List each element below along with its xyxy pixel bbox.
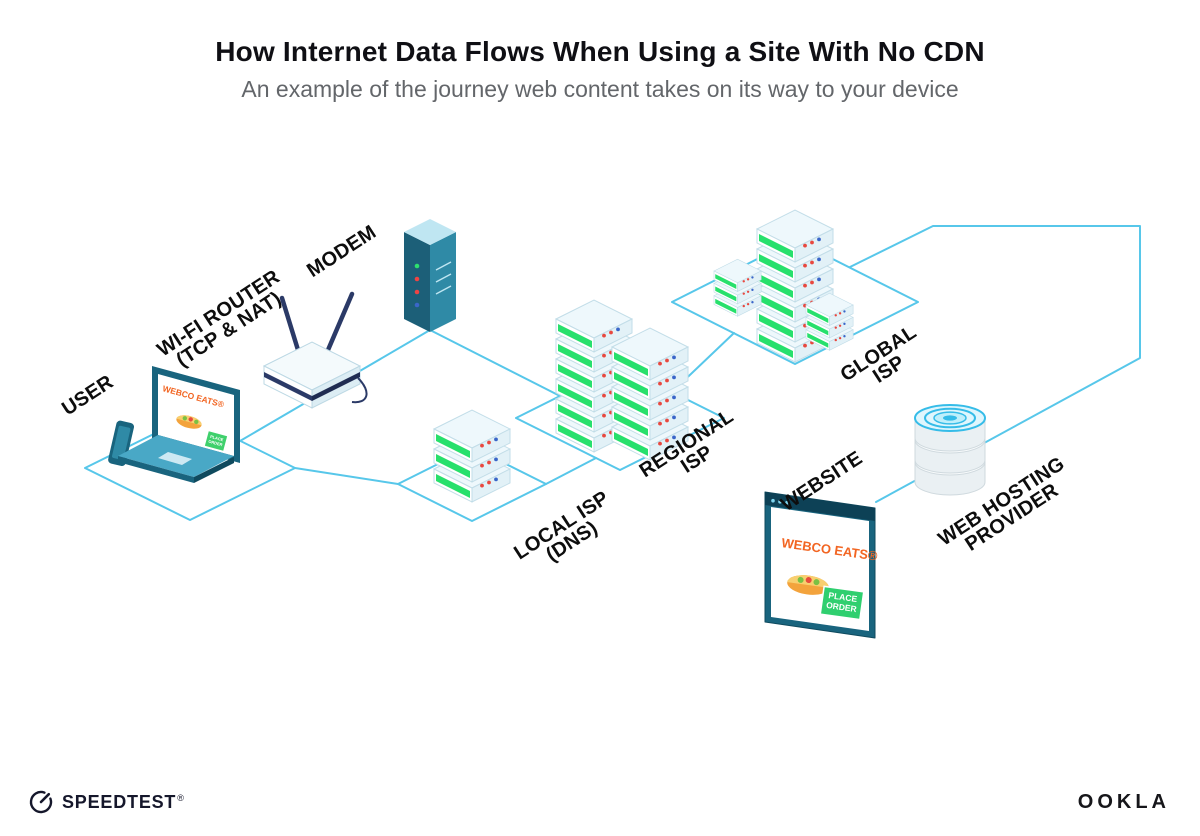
global-isp-servers [713,209,854,363]
speedtest-gauge-icon [29,790,53,814]
wire-local-to-regional [545,457,597,485]
modem-face-right [430,232,456,332]
ookla-logo: OOKLA [1078,791,1170,814]
speedtest-logo: SPEEDTEST® [28,789,184,815]
laptop-keyboard-edge-right [194,457,234,483]
db-top-ring-mid [924,407,976,429]
laptop-order-line1: PLACE [210,434,225,442]
modem-led-4 [414,302,420,308]
wire-modem-to-regional [429,329,561,397]
laptop-keyboard-edge-left [118,456,194,483]
user-laptop: WEBCO EATS® PLACE ORDER [108,366,240,483]
modem-vent-3 [435,285,452,295]
modem-led-3 [414,289,420,295]
laptop-order-badge: PLACE ORDER [203,430,229,452]
local-isp-servers [433,409,511,503]
wire-global-platform [671,239,919,365]
router-stripe-right [312,372,360,401]
order-button-line1: PLACE [828,590,858,604]
router-stripe-left [264,372,312,401]
speedtest-wordmark: SPEEDTEST [62,791,177,812]
modem-vent-1 [435,261,452,271]
router-antenna-right [325,291,355,353]
modem-led-2 [414,276,420,282]
wire-user-to-local-isp [294,467,399,485]
wire-global-to-hosting-website [849,225,1141,503]
page-title: How Internet Data Flows When Using a Sit… [215,36,985,67]
page-subtitle: An example of the journey web content ta… [241,76,959,102]
modem-face-left [404,232,430,332]
modem-device [404,219,456,332]
laptop-order-line2: ORDER [208,439,223,448]
speedtest-trademark: ® [177,793,184,804]
laptop-taco-graphic [176,415,202,429]
browser-chrome-bar [765,492,875,521]
browser-dot-3 [785,500,789,505]
order-button-line2: ORDER [826,600,858,614]
wifi-router-device [262,291,368,409]
ookla-wordmark: OOKLA [1077,791,1170,813]
laptop-trackpad [158,452,192,465]
router-power-cord [351,377,368,404]
browser-order-button: PLACE ORDER [819,585,865,621]
modem-top [404,219,456,245]
hosting-database [914,404,986,496]
regional-isp-servers [555,299,689,461]
browser-taco-graphic [787,575,829,595]
modem-led-1 [414,263,420,269]
router-antenna-left [279,295,301,353]
website-browser: WEBCO EATS® PLACE ORDER [764,491,879,639]
browser-dot-2 [778,499,782,504]
db-top-center [943,415,957,421]
browser-dot-1 [771,498,775,503]
phone-screen [112,425,131,460]
modem-vent-2 [435,273,452,283]
